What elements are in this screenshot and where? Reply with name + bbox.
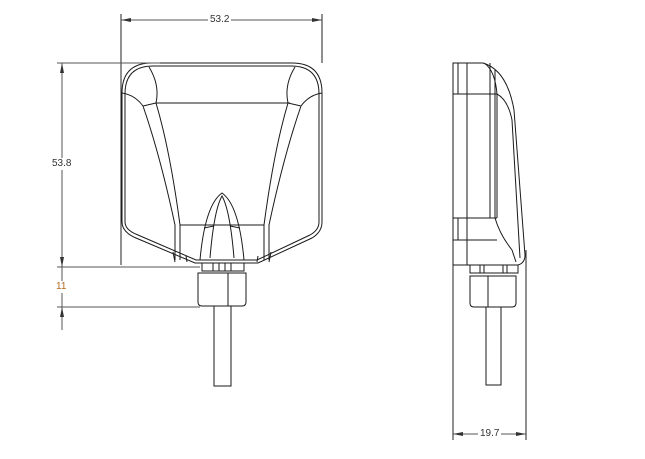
dimension-width-front (120, 14, 323, 265)
dimension-depth-side (452, 250, 527, 440)
connector-dimension-label: 11 (54, 281, 69, 293)
dimension-height-front (57, 62, 200, 268)
depth-dimension-label: 19.7 (478, 428, 502, 440)
dimension-connector-length (57, 267, 200, 330)
width-dimension-label: 53.2 (208, 14, 232, 26)
front-view (121, 62, 323, 387)
side-view (452, 62, 526, 386)
height-dimension-label: 53.8 (50, 158, 74, 170)
